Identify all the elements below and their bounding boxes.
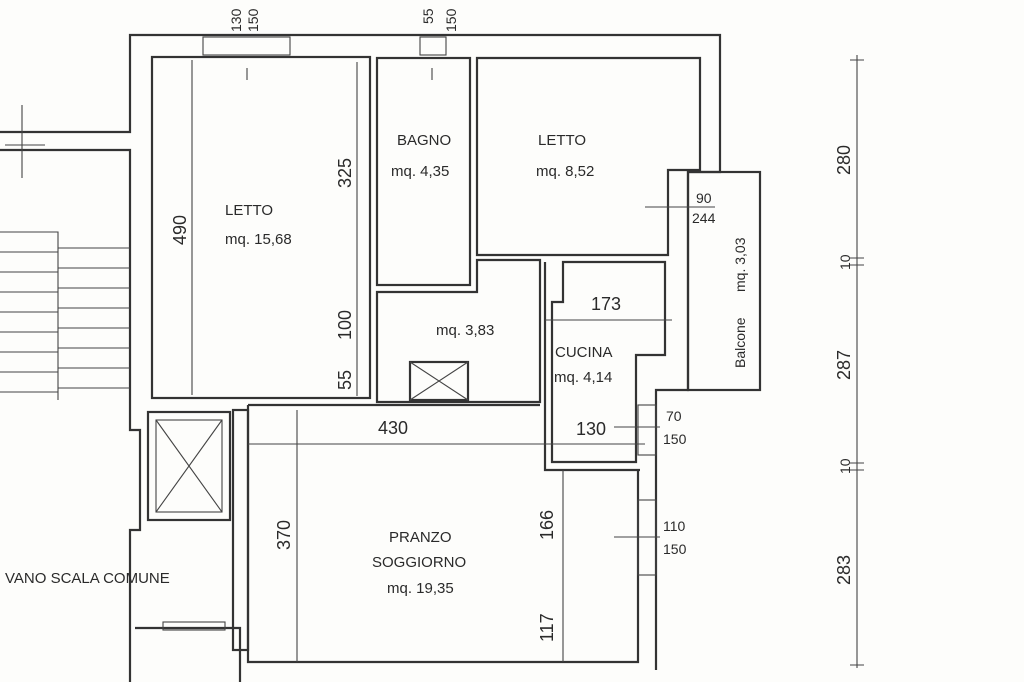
room-area-disimpegno: mq. 3,83 bbox=[436, 322, 494, 339]
room-name-letto2: LETTO bbox=[538, 132, 586, 149]
walls bbox=[0, 33, 762, 682]
room-name-vano-scala: VANO SCALA COMUNE bbox=[5, 570, 170, 587]
room-area-cucina: mq. 4,14 bbox=[554, 369, 612, 386]
room-area-bagno: mq. 4,35 bbox=[391, 163, 449, 180]
room-name-balcone: Balcone bbox=[732, 317, 748, 368]
dim-text: 166 bbox=[537, 510, 557, 540]
dim-text: 130 bbox=[576, 419, 606, 439]
dim-text: 117 bbox=[537, 613, 557, 642]
dim-text: 150 bbox=[443, 8, 459, 32]
dim-text: 490 bbox=[170, 215, 190, 245]
dim-text: 100 bbox=[335, 310, 355, 340]
dim-text: 173 bbox=[591, 294, 621, 314]
dim-text: 280 bbox=[834, 145, 854, 175]
dimension-lines bbox=[191, 55, 864, 668]
room-area-letto2: mq. 8,52 bbox=[536, 163, 594, 180]
room-area-letto1: mq. 15,68 bbox=[225, 231, 292, 248]
dim-text: 150 bbox=[245, 8, 261, 32]
dim-text: 150 bbox=[663, 541, 687, 557]
dim-text: 55 bbox=[420, 8, 436, 24]
room-name-letto1: LETTO bbox=[225, 202, 273, 219]
dim-text: 287 bbox=[834, 350, 854, 380]
room-name-pranzo: PRANZO bbox=[389, 529, 452, 546]
dim-text: 130 bbox=[228, 8, 244, 32]
dim-text: 430 bbox=[378, 418, 408, 438]
room-name-soggiorno: SOGGIORNO bbox=[372, 554, 466, 571]
dim-text: 370 bbox=[274, 520, 294, 550]
room-name-cucina: CUCINA bbox=[555, 344, 613, 361]
dim-text: 150 bbox=[663, 431, 687, 447]
dim-text: 10 bbox=[837, 254, 853, 270]
dim-text: 325 bbox=[335, 158, 355, 188]
dim-text: 55 bbox=[335, 370, 355, 390]
dim-text: 70 bbox=[666, 408, 682, 424]
dim-text: 110 bbox=[663, 518, 686, 534]
room-area-pranzo: mq. 19,35 bbox=[387, 580, 454, 597]
dim-text: 244 bbox=[692, 210, 716, 226]
dim-text: 10 bbox=[837, 458, 853, 474]
dim-text: 283 bbox=[834, 555, 854, 585]
room-name-bagno: BAGNO bbox=[397, 132, 451, 149]
room-area-balcone: mq. 3,03 bbox=[732, 237, 748, 292]
dim-text: 90 bbox=[696, 190, 712, 206]
stairs bbox=[0, 105, 130, 400]
